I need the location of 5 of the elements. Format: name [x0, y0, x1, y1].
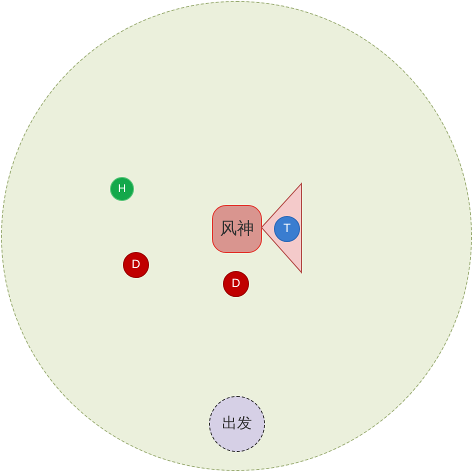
circle-marker: H — [110, 177, 134, 201]
rounded-box: 风神 — [212, 205, 262, 253]
circle-marker: D — [123, 252, 149, 278]
dashed-circle: 出发 — [209, 396, 265, 452]
circle-marker: D — [223, 271, 249, 297]
